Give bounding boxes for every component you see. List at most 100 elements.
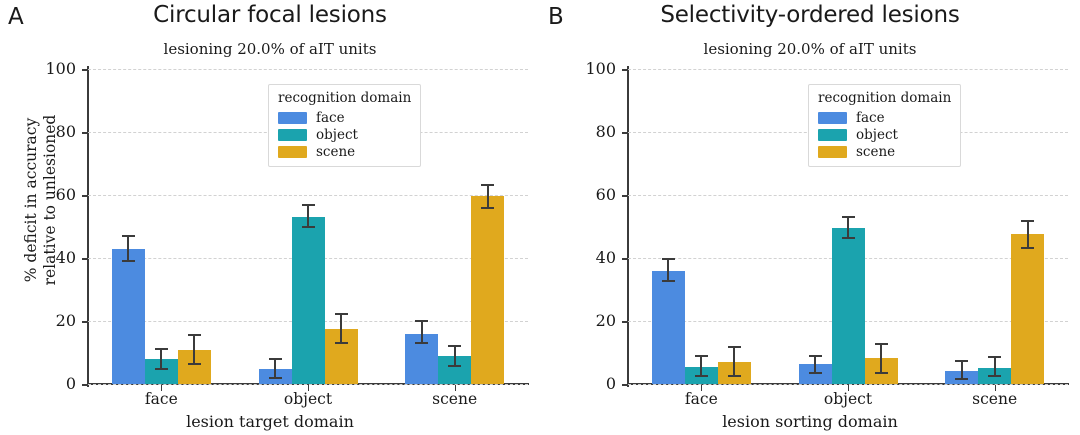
error-bar-line — [486, 184, 489, 209]
error-bar-line — [160, 348, 163, 369]
error-bar-cap-upper — [988, 355, 1002, 358]
x-axis-label-b: lesion sorting domain — [722, 412, 898, 431]
error-bar-cap-lower — [661, 280, 675, 283]
error-bar-cap-upper — [154, 347, 168, 350]
error-bar-cap-lower — [841, 237, 855, 240]
error-bar-cap-lower — [121, 260, 135, 263]
error-bar-cap-upper — [694, 354, 708, 357]
error-bar-cap-lower — [808, 371, 822, 374]
error-bar-cap-upper — [448, 345, 462, 348]
y-axis-tick-label: 0 — [65, 374, 76, 393]
legend-label: scene — [856, 143, 896, 160]
gridline — [88, 195, 528, 196]
bar — [291, 217, 325, 384]
y-axis-tick-mark — [622, 258, 628, 260]
x-axis-tick-mark — [308, 385, 309, 391]
error-bar-cap-upper — [268, 357, 282, 360]
x-axis-tick-label: object — [823, 390, 873, 408]
x-axis-tick-mark — [848, 385, 849, 391]
legend-swatch-face — [278, 111, 307, 124]
legend-item-object[interactable]: object — [818, 126, 951, 143]
panel-a: A Circular focal lesions lesioning 20.0%… — [8, 2, 529, 431]
y-axis-tick-label: 100 — [585, 59, 616, 78]
error-bar-line — [420, 321, 423, 344]
y-axis-tick-mark — [82, 384, 88, 386]
y-axis-tick-mark — [622, 69, 628, 71]
error-bar-cap-lower — [415, 342, 429, 345]
y-axis-tick-label: 40 — [595, 248, 616, 267]
x-axis-tick-label: face — [144, 390, 178, 408]
bar — [111, 248, 145, 384]
error-bar-cap-lower — [301, 226, 315, 229]
y-axis-tick-label: 100 — [45, 59, 76, 78]
legend-title: recognition domain — [278, 90, 412, 106]
gridline — [88, 384, 528, 385]
y-axis-tick-mark — [82, 321, 88, 323]
legend-swatch-face — [818, 111, 847, 124]
y-axis-tick-mark — [622, 195, 628, 197]
error-bar-cap-upper — [1021, 219, 1035, 222]
error-bar-cap-lower — [694, 375, 708, 378]
bar — [798, 364, 832, 384]
error-bar-cap-upper — [727, 346, 741, 349]
x-axis-label-a: lesion target domain — [186, 412, 354, 431]
error-bar-cap-upper — [661, 258, 675, 261]
legend-label: object — [856, 126, 898, 143]
error-bar-cap-lower — [154, 367, 168, 370]
y-axis-tick-mark — [82, 195, 88, 197]
error-bar-line — [453, 346, 456, 366]
x-axis-tick-mark — [454, 385, 456, 391]
error-bar-cap-upper — [415, 320, 429, 322]
plot-area-b — [628, 69, 1068, 385]
error-bar-line — [847, 217, 849, 239]
legend-swatch-object — [278, 128, 307, 141]
error-bar-cap-upper — [301, 204, 315, 207]
panel-a-title: Circular focal lesions — [153, 2, 387, 28]
bar — [1011, 234, 1045, 384]
legend-item-face[interactable]: face — [278, 109, 411, 126]
error-bar-cap-lower — [448, 364, 462, 367]
legend-swatch-scene — [278, 145, 307, 158]
x-axis-tick-label: face — [684, 390, 718, 408]
legend-item-scene[interactable]: scene — [818, 143, 951, 160]
panel-a-subtitle: lesioning 20.0% of aIT units — [163, 40, 377, 58]
bar — [651, 270, 685, 384]
error-bar-cap-lower — [268, 376, 282, 379]
gridline — [628, 195, 1068, 196]
x-axis-tick-mark — [994, 385, 996, 391]
error-bar-line — [193, 335, 196, 365]
error-bar-line — [880, 344, 882, 373]
panel-b-letter: B — [548, 4, 564, 30]
y-axis-tick-mark — [622, 384, 628, 386]
gridline — [88, 69, 528, 70]
y-axis-tick-label: 20 — [55, 311, 76, 330]
error-bar-line — [960, 361, 963, 379]
panel-b: B Selectivity-ordered lesions lesioning … — [540, 0, 1080, 435]
x-axis-tick-mark — [161, 385, 163, 391]
legend-label: scene — [316, 143, 356, 160]
y-axis-tick-label: 60 — [595, 185, 616, 204]
error-bar-line — [667, 259, 670, 282]
error-bar-cap-upper — [841, 216, 855, 219]
y-axis-tick-label: 40 — [55, 248, 76, 267]
error-bar-cap-upper — [874, 343, 888, 346]
legend-item-face[interactable]: face — [818, 109, 951, 126]
legend-swatch-scene — [818, 145, 847, 158]
error-bar-cap-upper — [808, 354, 822, 357]
x-axis-tick-label: scene — [972, 390, 1018, 408]
y-axis-tick-mark — [82, 69, 88, 71]
error-bar-line — [274, 358, 276, 378]
y-axis-tick-label: 80 — [55, 122, 76, 141]
y-axis-tick-label: 0 — [605, 374, 616, 393]
error-bar-line — [814, 355, 816, 373]
gridline — [628, 384, 1068, 385]
legend-item-object[interactable]: object — [278, 126, 411, 143]
legend-item-scene[interactable]: scene — [278, 143, 411, 160]
legend-title: recognition domain — [818, 90, 952, 106]
y-axis-tick-mark — [82, 132, 88, 134]
error-bar-line — [307, 205, 309, 228]
x-axis-tick-mark — [701, 385, 703, 391]
error-bar-cap-upper — [121, 234, 135, 237]
error-bar-cap-upper — [481, 183, 495, 186]
